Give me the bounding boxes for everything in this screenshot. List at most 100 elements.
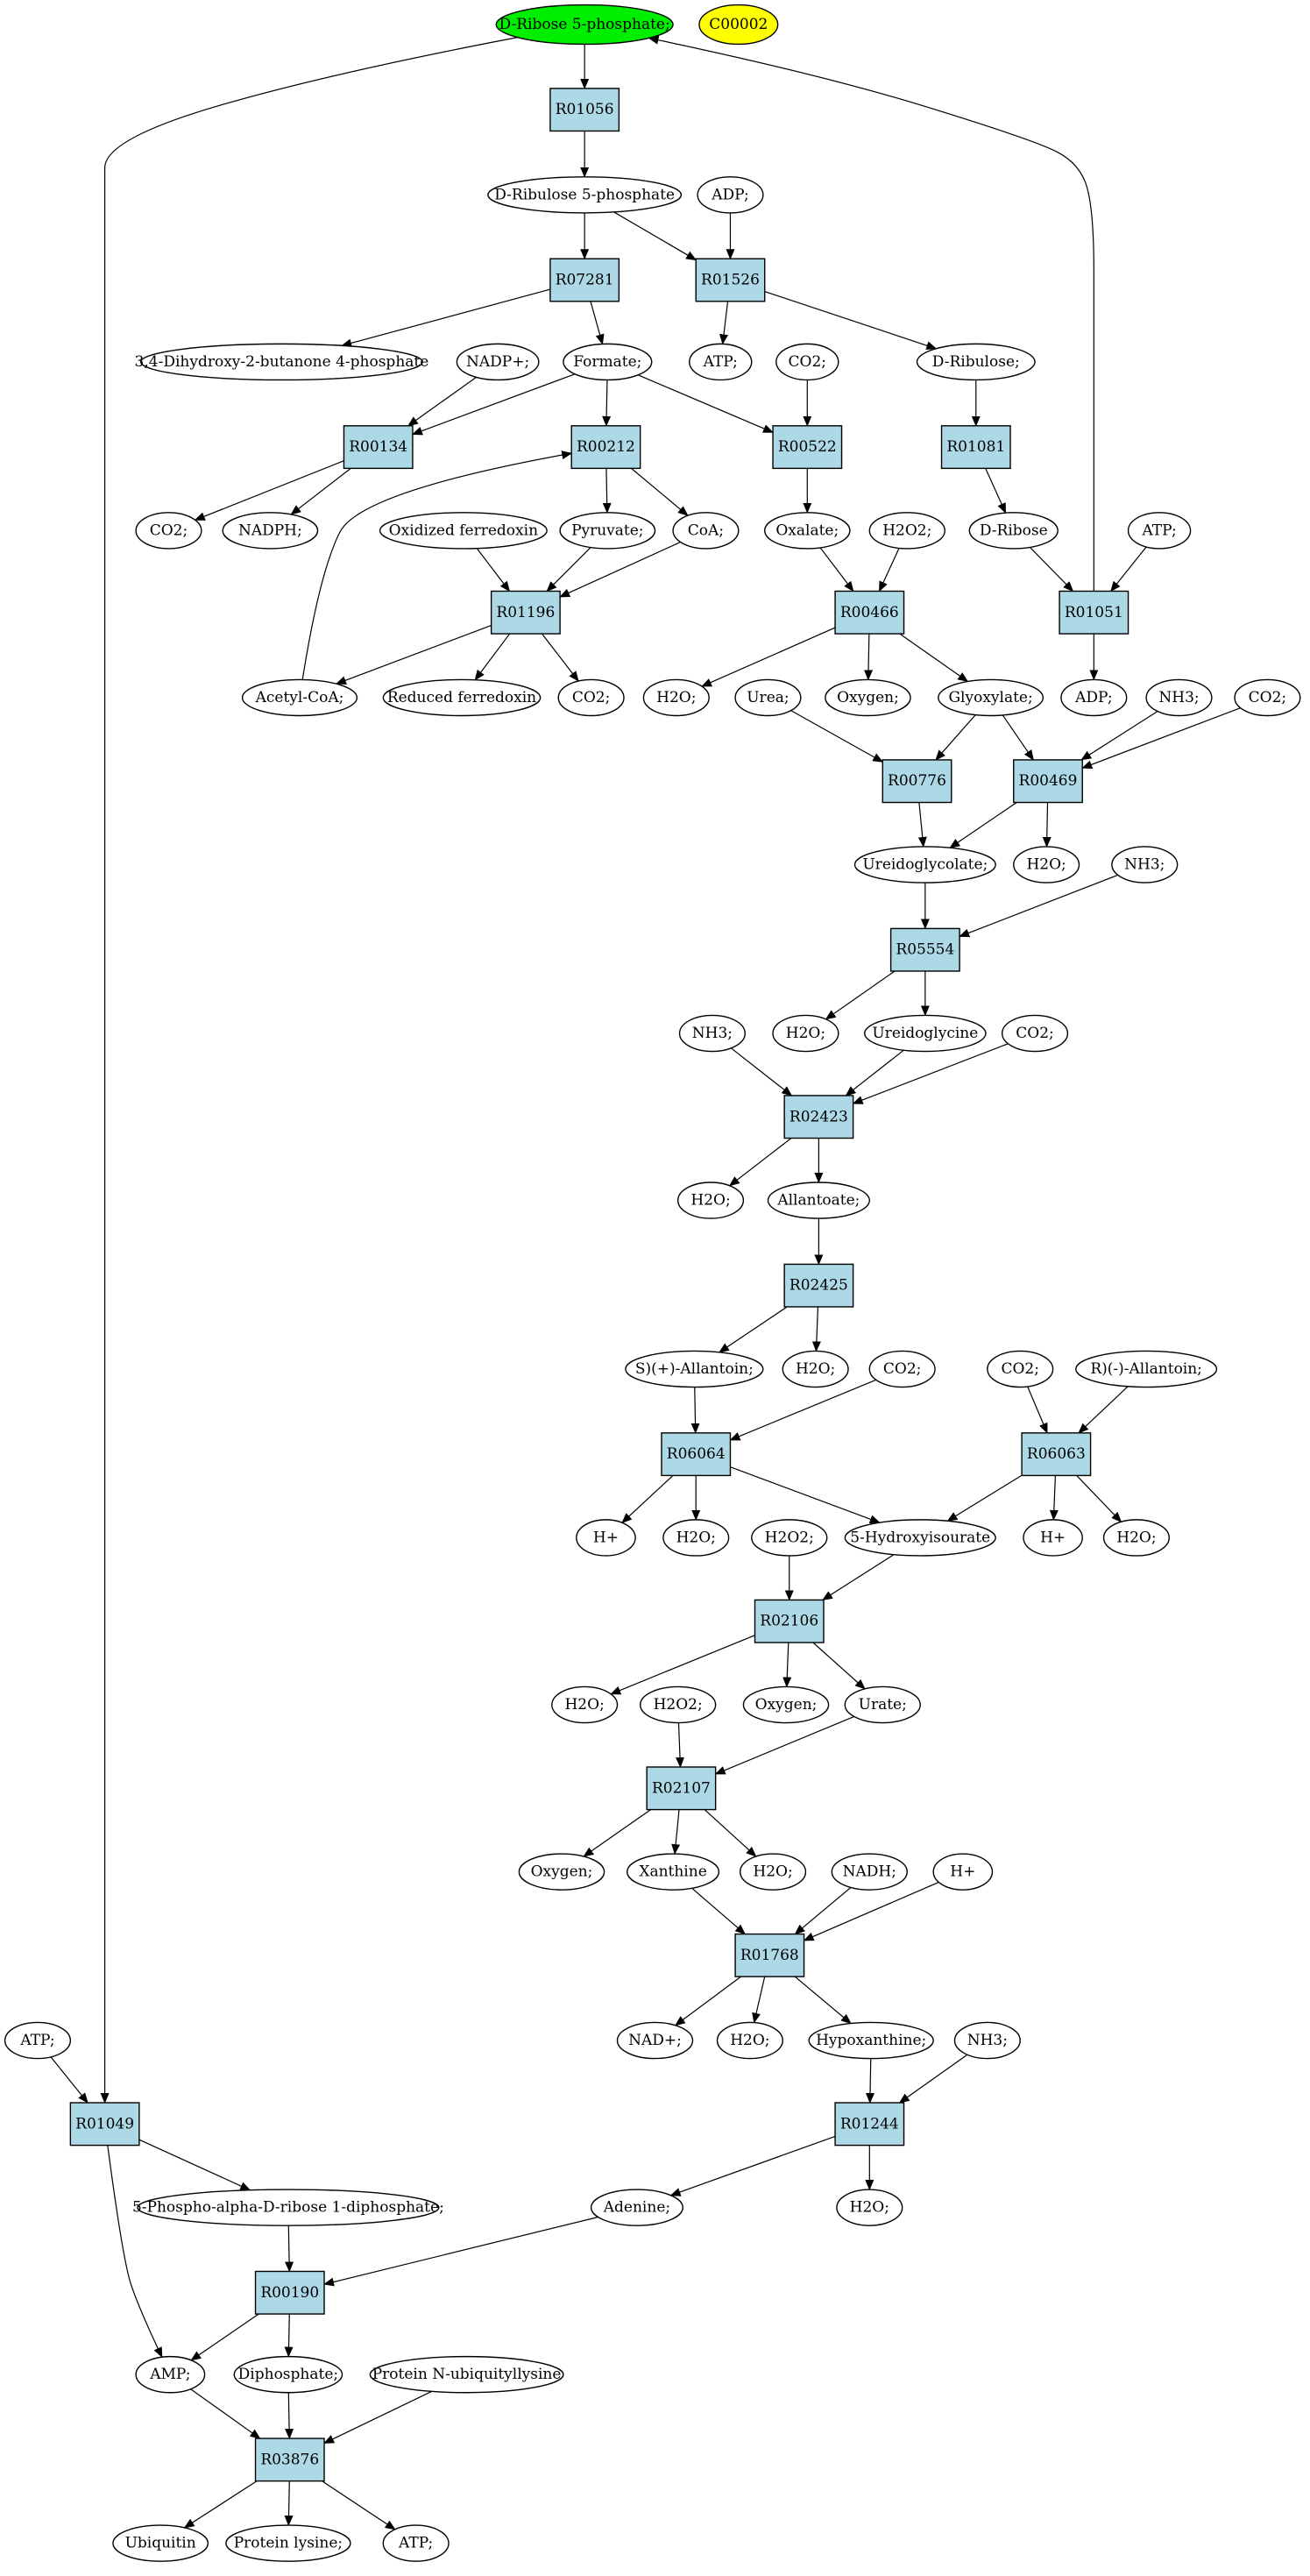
compound-ellipse [853, 846, 996, 884]
compound-node-c_ribose5p_top[interactable]: D-Ribose 5-phosphate; [495, 4, 674, 46]
compound-node-c_h2o_5[interactable]: H2O; [782, 1350, 849, 1388]
compound-node-c_adp1[interactable]: ADP; [697, 176, 764, 214]
compound-node-c_h2o_2[interactable]: H2O; [1013, 846, 1080, 884]
compound-node-c_h2o_9[interactable]: H2O; [739, 1853, 807, 1891]
reaction-node-r_R01196[interactable]: R01196 [490, 590, 561, 635]
compound-node-c_h2o_4[interactable]: H2O; [676, 1182, 745, 1219]
compound-node-c_h2o2_2[interactable]: H2O2; [751, 1519, 828, 1557]
compound-node-c_allantoate[interactable]: Allantoate; [767, 1182, 871, 1219]
compound-node-c_hypoxanthine[interactable]: Hypoxanthine; [808, 2021, 934, 2060]
compound-node-c_atp1[interactable]: ATP; [689, 343, 753, 381]
compound-node-c_ribulose[interactable]: D-Ribulose; [916, 343, 1036, 381]
reaction-node-r_R02425[interactable]: R02425 [783, 1263, 854, 1308]
compound-node-c_glyoxylate[interactable]: Glyoxylate; [938, 678, 1044, 717]
compound-node-c_ribulose5p[interactable]: D-Ribulose 5-phosphate [487, 176, 683, 214]
compound-node-c_h2o_10[interactable]: H2O; [716, 2021, 783, 2060]
node-label: R01768 [740, 1947, 799, 1964]
reaction-node-r_R03876[interactable]: R03876 [254, 2438, 325, 2482]
reaction-node-r_R07281[interactable]: R07281 [549, 258, 620, 302]
compound-node-c_rallantoin[interactable]: R)(-)-Allantoin; [1075, 1350, 1218, 1388]
reaction-node-r_R00469[interactable]: R00469 [1013, 759, 1083, 804]
compound-node-c_adp2[interactable]: ADP; [1060, 678, 1128, 717]
compound-node-c_h2o_11[interactable]: H2O; [836, 2189, 903, 2226]
reaction-node-r_R06063[interactable]: R06063 [1021, 1432, 1092, 1477]
reaction-node-r_R01526[interactable]: R01526 [695, 258, 766, 302]
compound-node-c_atp4[interactable]: ATP; [382, 2524, 450, 2562]
node-label: R01051 [1065, 604, 1123, 621]
compound-node-c_C00002[interactable]: C00002 [698, 4, 779, 46]
reaction-node-r_R00190[interactable]: R00190 [254, 2270, 325, 2315]
reaction-node-r_R01056[interactable]: R01056 [549, 88, 620, 132]
compound-node-c_adenine[interactable]: Adenine; [590, 2189, 683, 2226]
compound-node-c_hydroxyisourate[interactable]: 5-Hydroxyisourate [844, 1519, 996, 1557]
compound-node-c_diphosphate[interactable]: Diphosphate; [233, 2355, 343, 2394]
reaction-node-r_R02107[interactable]: R02107 [646, 1766, 717, 1811]
compound-node-c_proteinlysine[interactable]: Protein lysine; [225, 2524, 351, 2562]
compound-node-c_h2o_6[interactable]: H2O; [662, 1519, 730, 1557]
compound-node-c_h2o_7[interactable]: H2O; [1102, 1519, 1170, 1557]
compound-node-c_nh3_1[interactable]: NH3; [1145, 678, 1213, 717]
compound-node-c_h2o2_1[interactable]: H2O2; [868, 512, 945, 550]
reaction-node-r_R01049[interactable]: R01049 [69, 2102, 140, 2147]
compound-node-c_oxygen3[interactable]: Oxygen; [518, 1853, 605, 1891]
compound-node-c_ureidoglycine[interactable]: Ureidoglycine [864, 1014, 987, 1053]
reaction-node-r_R02423[interactable]: R02423 [783, 1095, 854, 1139]
reaction-node-r_R00466[interactable]: R00466 [834, 590, 905, 635]
compound-node-c_dribose[interactable]: D-Ribose [968, 512, 1059, 550]
reaction-node-r_R06064[interactable]: R06064 [661, 1432, 732, 1477]
reaction-node-r_R00522[interactable]: R00522 [772, 425, 843, 470]
compound-node-c_co2_6[interactable]: CO2; [868, 1350, 936, 1388]
compound-node-c_pyruvate[interactable]: Pyruvate; [559, 512, 656, 550]
reaction-node-r_R00134[interactable]: R00134 [343, 425, 414, 470]
compound-node-c_h2o2_3[interactable]: H2O2; [639, 1685, 717, 1724]
compound-node-c_nadph[interactable]: NADPH; [222, 512, 319, 550]
reaction-node-r_R01081[interactable]: R01081 [940, 425, 1011, 470]
compound-node-c_nh3_2[interactable]: NH3; [1111, 846, 1179, 884]
compound-node-c_ubiquitin[interactable]: Ubiquitin [112, 2524, 209, 2562]
compound-node-c_nadp[interactable]: NADP+; [456, 343, 540, 381]
compound-node-c_amp[interactable]: AMP; [135, 2355, 206, 2394]
compound-node-c_atp3[interactable]: ATP; [4, 2021, 72, 2060]
compound-node-c_nad[interactable]: NAD+; [616, 2021, 694, 2060]
compound-node-c_nh3_3[interactable]: NH3; [678, 1014, 746, 1053]
compound-node-c_acetylcoa[interactable]: Acetyl-CoA; [241, 678, 358, 717]
compound-node-c_hplus2[interactable]: H+ [1023, 1519, 1083, 1557]
compound-node-c_hplus3[interactable]: H+ [932, 1853, 994, 1891]
compound-node-c_oxalate[interactable]: Oxalate; [764, 512, 851, 550]
compound-node-c_atp2[interactable]: ATP; [1127, 512, 1192, 550]
reaction-node-r_R02106[interactable]: R02106 [754, 1599, 825, 1643]
compound-node-c_co2_5[interactable]: CO2; [1001, 1014, 1069, 1053]
compound-node-c_prpp[interactable]: 5-Phospho-alpha-D-ribose 1-diphosphate; [132, 2189, 444, 2226]
compound-node-c_coa[interactable]: CoA; [672, 512, 740, 550]
compound-node-c_pnubl[interactable]: Protein N-ubiquityllysine [369, 2355, 564, 2394]
compound-node-c_co2_4[interactable]: CO2; [1234, 678, 1301, 717]
reaction-node-r_R01244[interactable]: R01244 [834, 2102, 905, 2147]
compound-node-c_xanthine[interactable]: Xanthine [627, 1853, 720, 1891]
compound-node-c_formate[interactable]: Formate; [563, 343, 653, 381]
compound-node-c_sallantoin[interactable]: S)(+)-Allantoin; [625, 1350, 764, 1388]
reaction-node-r_R00212[interactable]: R00212 [570, 425, 641, 470]
compound-node-c_co2_7[interactable]: CO2; [987, 1350, 1054, 1388]
compound-node-c_oxfd[interactable]: Oxidized ferredoxin [379, 512, 548, 550]
compound-node-c_h2o_8[interactable]: H2O; [551, 1685, 619, 1724]
compound-node-c_redfd[interactable]: Reduced ferredoxin [382, 678, 542, 717]
compound-node-c_h2o_1[interactable]: H2O; [642, 678, 710, 717]
compound-node-c_urate[interactable]: Urate; [844, 1685, 921, 1724]
compound-node-c_nadh[interactable]: NADH; [831, 1853, 908, 1891]
compound-node-c_urea[interactable]: Urea; [734, 678, 802, 717]
compound-node-c_hplus1[interactable]: H+ [576, 1519, 636, 1557]
compound-node-c_co2_2[interactable]: CO2; [135, 512, 202, 550]
compound-node-c_oxygen2[interactable]: Oxygen; [742, 1685, 830, 1724]
compound-node-c_dihydroxy[interactable]: 3,4-Dihydroxy-2-butanone 4-phosphate [135, 343, 429, 381]
compound-node-c_nh3_4[interactable]: NH3; [953, 2021, 1021, 2060]
node-label: R)(-)-Allantoin; [1090, 1360, 1202, 1378]
reaction-node-r_R05554[interactable]: R05554 [889, 927, 960, 972]
compound-node-c_oxygen1[interactable]: Oxygen; [825, 678, 911, 717]
compound-node-c_ureidoglycolate[interactable]: Ureidoglycolate; [853, 846, 996, 884]
reaction-node-r_R01051[interactable]: R01051 [1059, 590, 1129, 635]
compound-node-c_h2o_3[interactable]: H2O; [772, 1014, 839, 1053]
reaction-node-r_R00776[interactable]: R00776 [882, 759, 952, 804]
compound-node-c_co2_1[interactable]: CO2; [775, 343, 839, 381]
reaction-node-r_R01768[interactable]: R01768 [734, 1933, 805, 1977]
compound-node-c_co2_3[interactable]: CO2; [557, 678, 625, 717]
